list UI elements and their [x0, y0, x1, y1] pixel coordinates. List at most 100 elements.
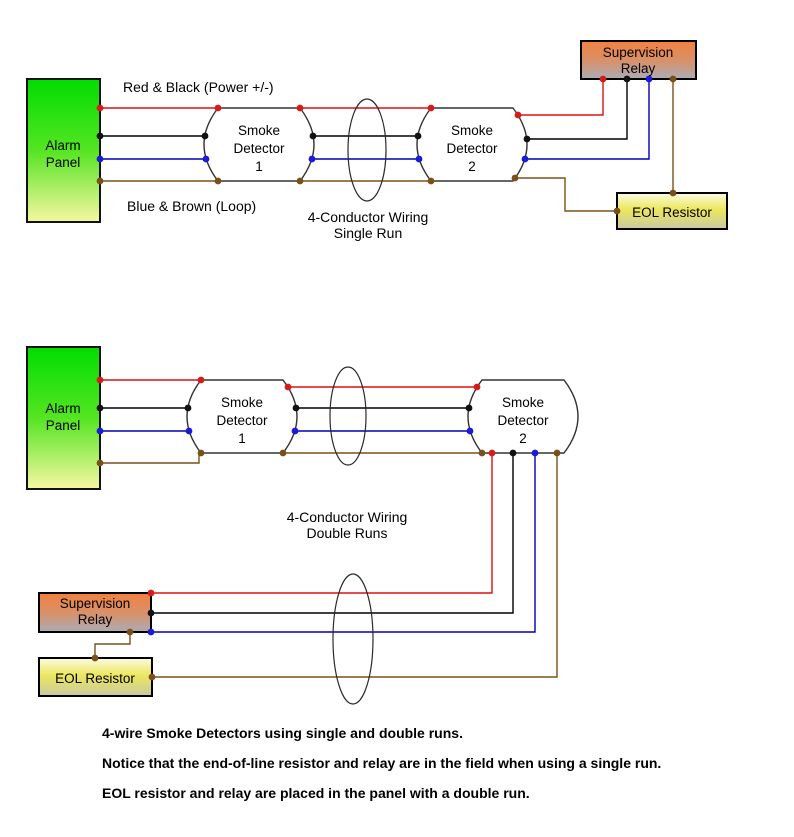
junction-dot [147, 609, 155, 617]
junction-dot [669, 189, 677, 197]
junction-dot [185, 427, 193, 435]
wire-black [151, 453, 514, 614]
junction-dot [147, 628, 155, 636]
wiring-run-label: Double Runs [307, 525, 388, 541]
top-diagram-single-run: Alarm Panel Smoke Detector 1 Smoke Detec… [26, 40, 728, 241]
junction-dot [96, 427, 104, 435]
junction-dot [279, 449, 287, 457]
junction-dot [645, 75, 653, 83]
smoke-detector-1-label: Smoke [221, 395, 263, 410]
junction-dot [284, 383, 292, 391]
eol-resistor-box [38, 657, 153, 697]
wire-blue [151, 453, 536, 633]
junction-dot [309, 132, 317, 140]
blue-loop-wires [100, 79, 650, 160]
junction-dot [197, 449, 205, 457]
alarm-panel-box [26, 78, 101, 223]
alarm-panel-label: Panel [46, 418, 81, 433]
smoke-detector-1-label: 1 [255, 159, 263, 174]
smoke-detector-1-label: 1 [238, 431, 246, 446]
alarm-panel-label: Alarm [45, 401, 80, 416]
junction-dot [415, 155, 423, 163]
junction-dot [96, 376, 104, 384]
eol-resistor-label: EOL Resistor [632, 205, 712, 220]
black-power-wires [100, 79, 628, 140]
supervision-relay-label: Supervision [603, 45, 674, 60]
wiring-run-label: 4-Conductor Wiring [287, 509, 408, 525]
alarm-panel-label: Panel [46, 155, 81, 170]
junction-dot [669, 75, 677, 83]
junction-dot [96, 177, 104, 185]
junction-dots [91, 376, 561, 681]
junction-dot [147, 589, 155, 597]
red-power-wires [100, 379, 493, 594]
junction-dot [414, 132, 422, 140]
caption-line: EOL resistor and relay are placed in the… [102, 785, 530, 801]
wire-brown [100, 452, 201, 464]
supervision-relay-label: Relay [621, 61, 656, 76]
brown-loop-wires [94, 452, 558, 678]
blue-loop-wires [100, 430, 536, 633]
smoke-detector-2-label: Smoke [502, 395, 544, 410]
junction-dot [201, 132, 209, 140]
cable-bundle-ellipse [329, 366, 367, 466]
eol-resistor-label: EOL Resistor [55, 671, 135, 686]
loop-wires-label: Blue & Brown (Loop) [127, 198, 256, 214]
cable-bundle-ellipse [332, 573, 374, 705]
wire-brown [94, 632, 131, 658]
wiring-run-label: Single Run [334, 225, 403, 241]
smoke-detector-2-label: Smoke [451, 123, 493, 138]
junction-dot [96, 155, 104, 163]
wire-red [518, 79, 604, 116]
junction-dot [126, 628, 134, 636]
caption-block: 4-wire Smoke Detectors using single and … [102, 725, 661, 801]
junction-dot [296, 177, 304, 185]
smoke-detector-2-label: Detector [497, 413, 549, 428]
cable-bundle-ellipse [347, 98, 387, 202]
junction-dot [308, 155, 316, 163]
bottom-diagram-double-runs: Alarm Panel Smoke Detector 1 Smoke Detec… [26, 346, 579, 705]
wire-red [151, 453, 493, 594]
junction-dot [96, 459, 104, 467]
wire-black [527, 79, 628, 140]
wire-brown [515, 177, 617, 212]
caption-line: 4-wire Smoke Detectors using single and … [102, 725, 463, 741]
junction-dot [427, 104, 435, 112]
smoke-detector-2-outline [467, 379, 579, 454]
smoke-detector-2-outline [416, 107, 528, 182]
junction-dot [623, 75, 631, 83]
junction-dot [184, 404, 192, 412]
junction-dot [521, 155, 529, 163]
junction-dot [91, 654, 99, 662]
junction-dot [148, 673, 156, 681]
junction-dot [523, 135, 531, 143]
caption-line: Notice that the end-of-line resistor and… [102, 755, 661, 771]
smoke-detector-2-label: 2 [519, 431, 527, 446]
junction-dot [292, 404, 300, 412]
junction-dot [296, 104, 304, 112]
junction-dot [599, 75, 607, 83]
junction-dot [509, 449, 517, 457]
smoke-detector-1-label: Smoke [238, 123, 280, 138]
junction-dot [214, 104, 222, 112]
wire-brown [152, 453, 558, 678]
junction-dot [96, 132, 104, 140]
supervision-relay-label: Supervision [60, 596, 131, 611]
junction-dot [291, 427, 299, 435]
junction-dots [96, 75, 677, 215]
black-power-wires [100, 407, 514, 614]
junction-dot [465, 404, 473, 412]
junction-dot [427, 177, 435, 185]
wire-blue [525, 79, 650, 160]
junction-dot [478, 449, 486, 457]
junction-dot [488, 449, 496, 457]
smoke-detector-2-label: Detector [446, 141, 498, 156]
alarm-panel-box [26, 346, 101, 490]
power-wires-label: Red & Black (Power +/-) [123, 79, 274, 95]
smoke-detector-2-label: 2 [468, 159, 476, 174]
junction-dot [96, 104, 104, 112]
supervision-relay-label: Relay [78, 612, 113, 627]
smoke-detector-1-label: Detector [233, 141, 285, 156]
junction-dot [511, 174, 519, 182]
